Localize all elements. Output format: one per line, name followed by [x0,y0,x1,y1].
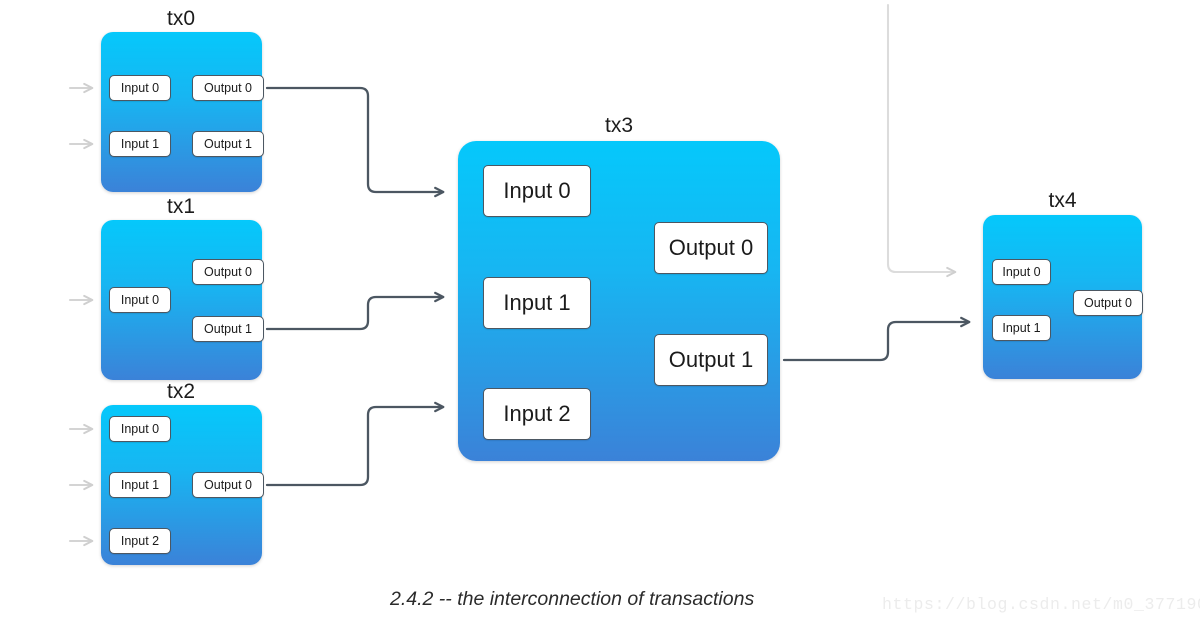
figure-caption: 2.4.2 -- the interconnection of transact… [390,588,755,610]
tx2-input-2[interactable]: Input 2 [109,528,171,554]
wire-tx2-out0-to-tx3-in2 [265,401,445,487]
tx0-input-1[interactable]: Input 1 [109,131,171,157]
tx4-title: tx4 [1048,189,1077,212]
wire-external-to-tx4-in0 [886,3,957,278]
tx2-input-0[interactable]: Input 0 [109,416,171,442]
tx0-output-1[interactable]: Output 1 [192,131,264,157]
tx0-box[interactable] [101,32,262,192]
tx3-output-1[interactable]: Output 1 [654,334,768,386]
tx3-output-0[interactable]: Output 0 [654,222,768,274]
tx4-input-0[interactable]: Input 0 [992,259,1051,285]
tx2-input-1[interactable]: Input 1 [109,472,171,498]
tx3-title: tx3 [604,114,633,137]
tx3-input-1[interactable]: Input 1 [483,277,591,329]
wire-tx1-out1-to-tx3-in1 [265,291,445,331]
tx3-input-0[interactable]: Input 0 [483,165,591,217]
tx4-output-0[interactable]: Output 0 [1073,290,1143,316]
tx1-output-1[interactable]: Output 1 [192,316,264,342]
tx1-output-0[interactable]: Output 0 [192,259,264,285]
tx3-input-2[interactable]: Input 2 [483,388,591,440]
tx2-output-0[interactable]: Output 0 [192,472,264,498]
tx0-output-0[interactable]: Output 0 [192,75,264,101]
tx0-input-0[interactable]: Input 0 [109,75,171,101]
wire-tx3-out1-to-tx4-in1 [782,316,971,362]
tx1-title: tx1 [166,195,195,218]
tx1-input-0[interactable]: Input 0 [109,287,171,313]
tx4-input-1[interactable]: Input 1 [992,315,1051,341]
watermark-url: https://blog.csdn.net/m0_37719047 [882,595,1200,614]
tx0-title: tx0 [166,7,195,30]
tx2-title: tx2 [166,380,195,403]
wire-tx0-out0-to-tx3-in0 [265,86,445,198]
